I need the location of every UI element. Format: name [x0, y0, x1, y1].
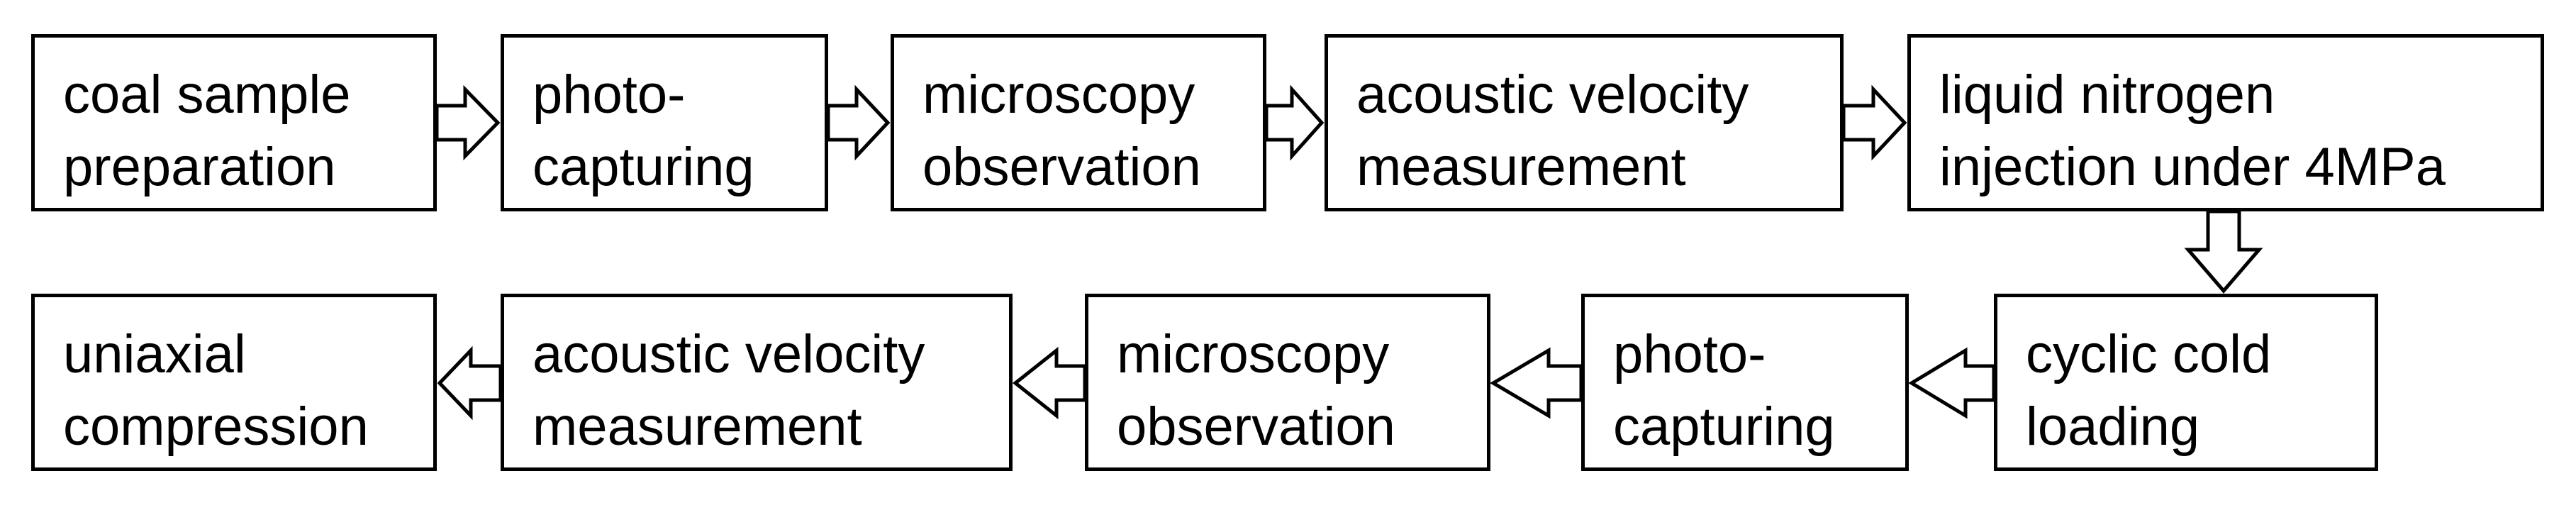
- step-box-acoustic-velocity-measurement-2: acoustic velocity measurement: [501, 294, 1013, 471]
- arrow-right-icon: [1264, 84, 1325, 161]
- step-box-acoustic-velocity-measurement-1: acoustic velocity measurement: [1325, 34, 1844, 211]
- arrow-left-icon: [1012, 346, 1087, 420]
- step-box-microscopy-observation-2: microscopy observation: [1085, 294, 1490, 471]
- step-label: microscopy observation: [922, 65, 1201, 197]
- step-box-cyclic-cold-loading: cyclic cold loading: [1994, 294, 2378, 471]
- step-box-microscopy-observation-1: microscopy observation: [891, 34, 1266, 211]
- step-label: cyclic cold loading: [2026, 324, 2272, 457]
- step-label: acoustic velocity measurement: [533, 324, 925, 457]
- step-label: acoustic velocity measurement: [1356, 65, 1749, 197]
- step-label: photo- capturing: [533, 65, 754, 197]
- step-box-coal-sample-preparation: coal sample preparation: [31, 34, 437, 211]
- arrow-left-icon: [1490, 347, 1583, 419]
- arrow-left-icon: [437, 345, 503, 421]
- step-box-photo-capturing-1: photo- capturing: [501, 34, 828, 211]
- arrow-down-icon: [2184, 209, 2263, 294]
- arrow-right-icon: [1841, 84, 1907, 161]
- step-label: microscopy observation: [1117, 324, 1395, 457]
- arrow-left-icon: [1908, 347, 1996, 419]
- step-box-uniaxial-compression: uniaxial compression: [31, 294, 437, 471]
- arrow-right-icon: [826, 84, 891, 161]
- arrow-right-icon: [435, 84, 501, 161]
- step-label: coal sample preparation: [63, 65, 351, 197]
- step-label: uniaxial compression: [63, 324, 369, 457]
- step-label: photo- capturing: [1613, 324, 1835, 457]
- step-label: liquid nitrogen injection under 4MPa: [1939, 65, 2446, 197]
- step-box-liquid-nitrogen-injection: liquid nitrogen injection under 4MPa: [1907, 34, 2544, 211]
